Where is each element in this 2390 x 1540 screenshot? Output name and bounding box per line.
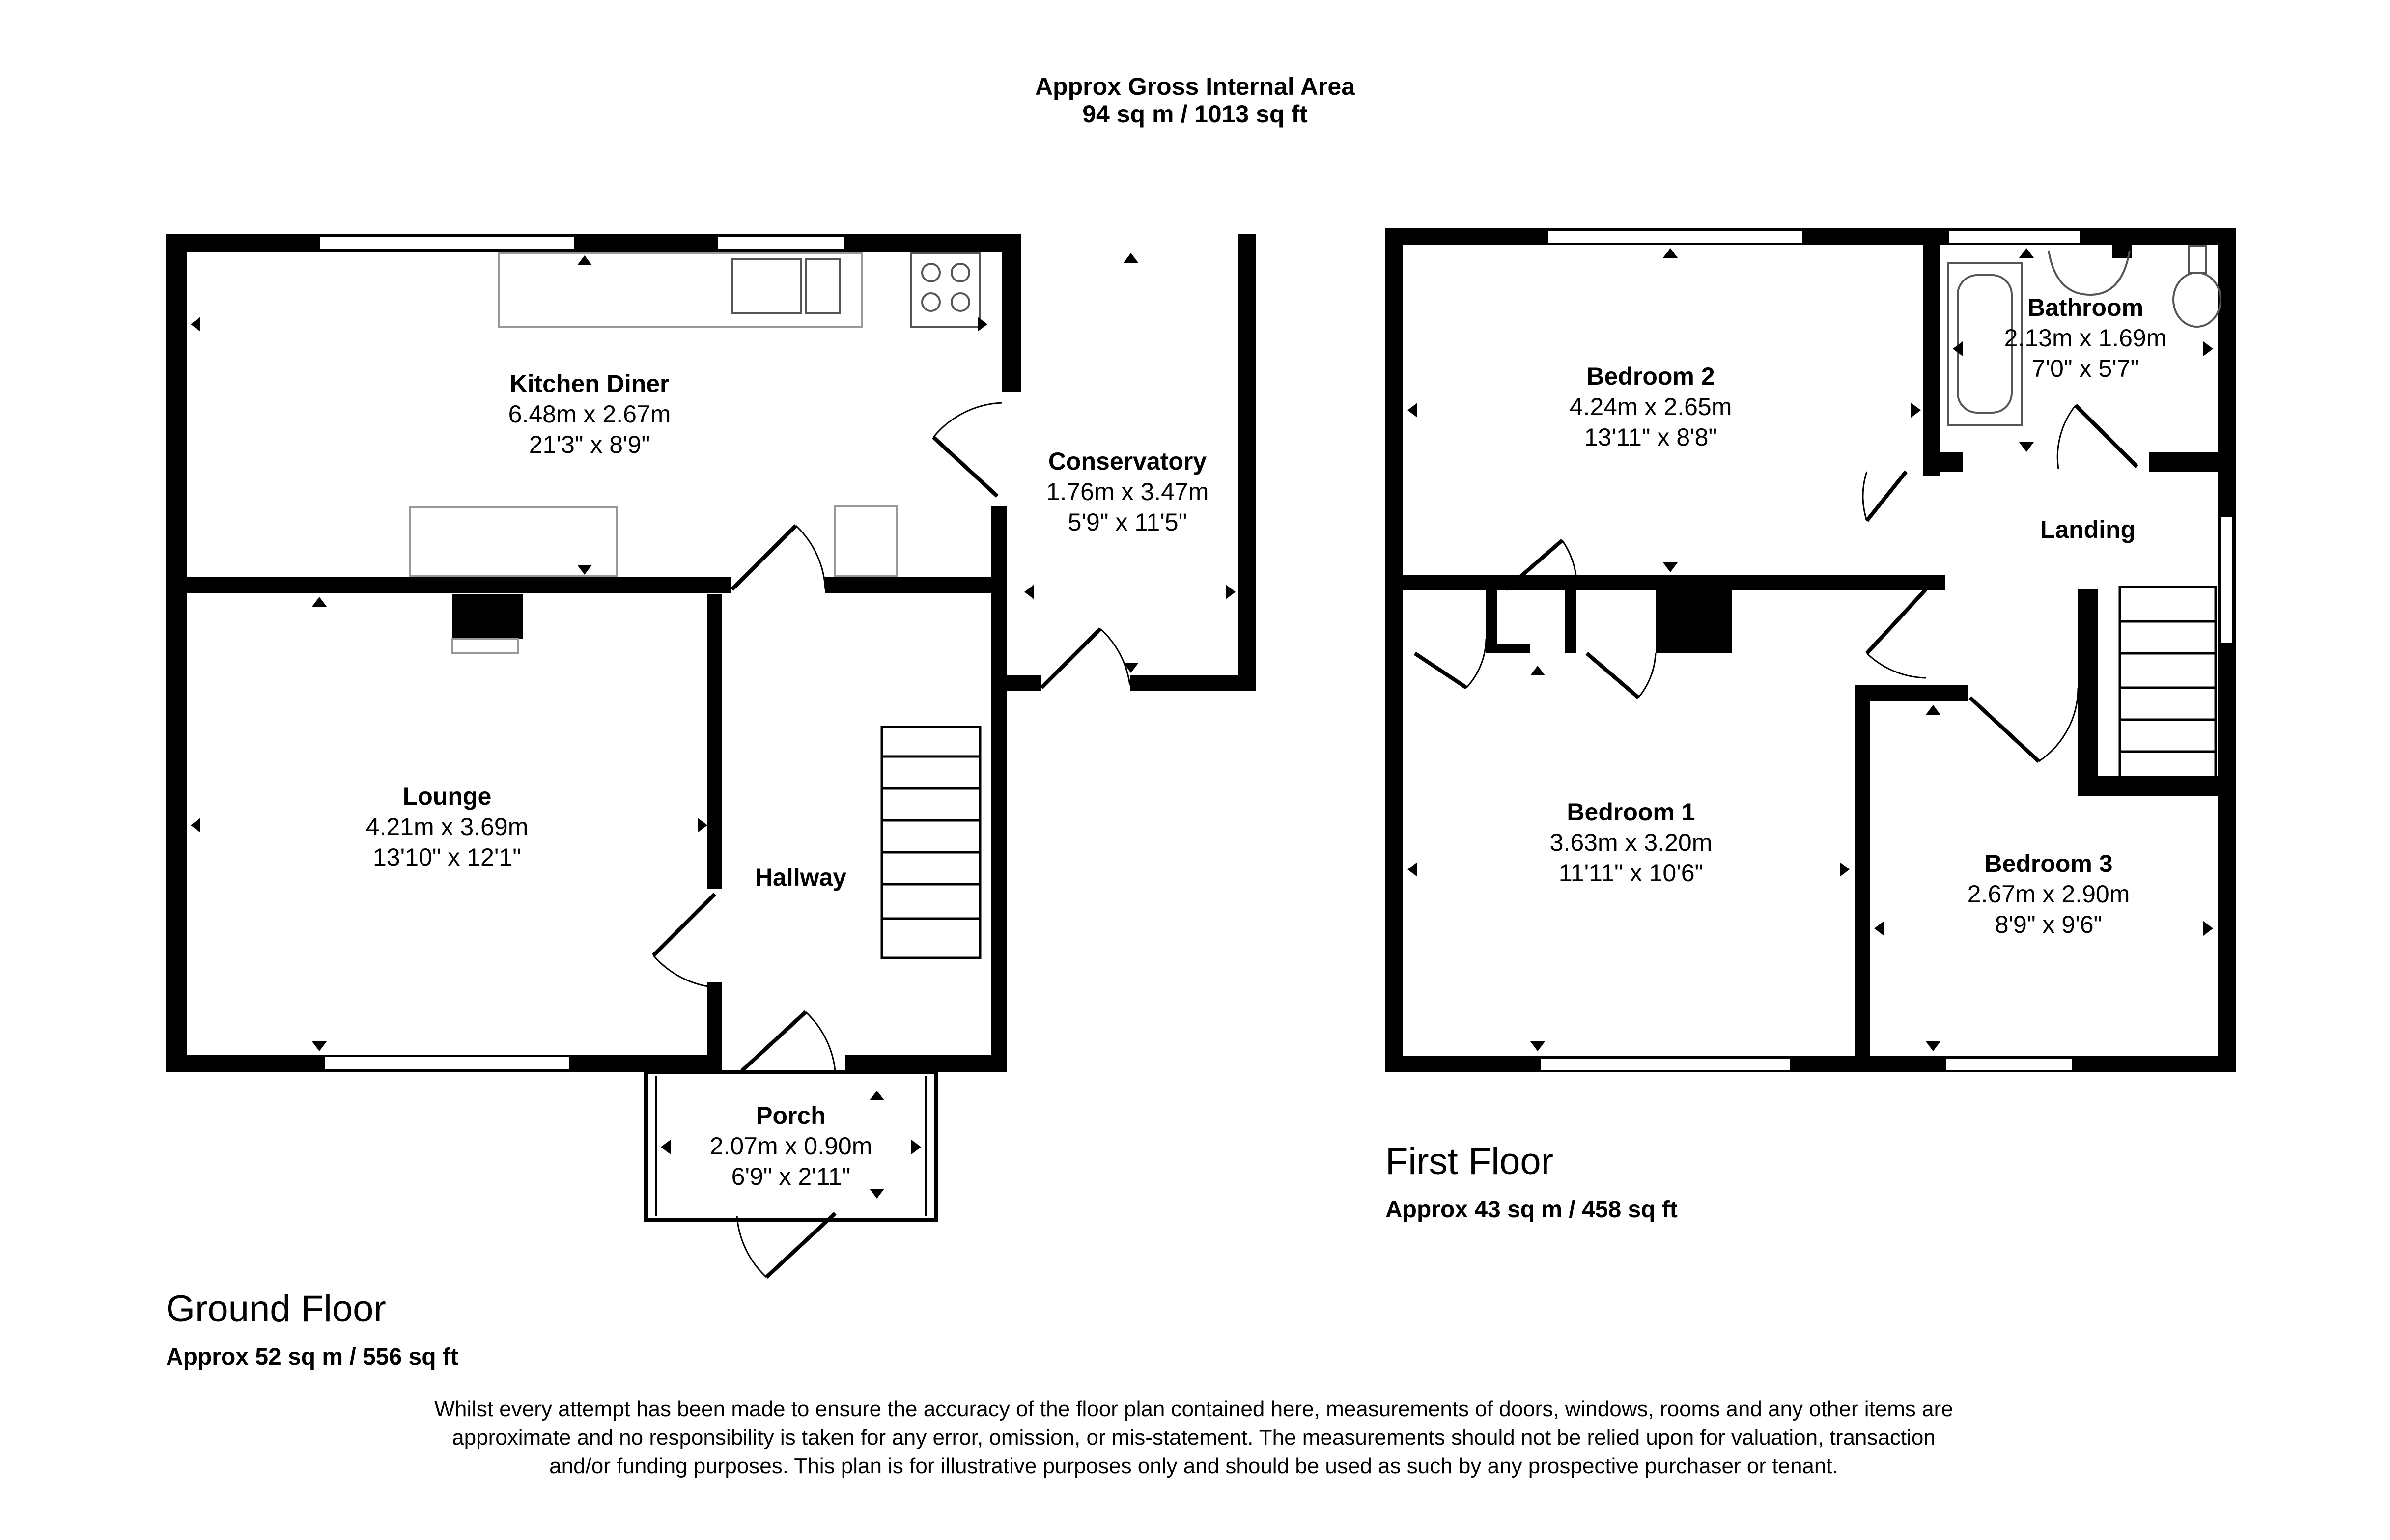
porch-walls	[644, 1070, 938, 1222]
room-imperial: 21'3" x 8'9"	[529, 431, 650, 458]
room-imperial: 8'9" x 9'6"	[1995, 911, 2103, 938]
room-lounge: Lounge 4.21m x 3.69m 13'10" x 12'1"	[324, 781, 570, 872]
ground-floor-area: Approx 52 sq m / 556 sq ft	[166, 1344, 458, 1370]
disclaimer-text: Whilst every attempt has been made to en…	[434, 1397, 1953, 1478]
room-imperial: 6'9" x 2'11"	[731, 1163, 851, 1190]
first-floor-area: Approx 43 sq m / 458 sq ft	[1385, 1197, 1678, 1223]
room-metric: 4.21m x 3.69m	[366, 813, 529, 840]
room-metric: 6.48m x 2.67m	[508, 400, 671, 428]
measurement-arrows	[191, 248, 2213, 1199]
ground-floor-title: Ground Floor	[166, 1288, 386, 1330]
room-name: Bathroom	[2027, 294, 2144, 321]
first-floor-doors	[1413, 404, 2138, 763]
room-imperial: 11'11" x 10'6"	[1558, 859, 1704, 887]
first-floor-title: First Floor	[1385, 1141, 1553, 1182]
ground-floor-windows	[318, 235, 846, 1071]
kitchen-fixtures	[409, 252, 981, 577]
room-name: Porch	[756, 1102, 826, 1129]
first-floor-windows	[1539, 229, 2234, 1072]
room-bedroom-3: Bedroom 3 2.67m x 2.90m 8'9" x 9'6"	[1921, 848, 2176, 940]
room-imperial: 5'9" x 11'5"	[1068, 508, 1187, 536]
room-name: Bedroom 3	[1984, 850, 2113, 877]
room-porch: Porch 2.07m x 0.90m 6'9" x 2'11"	[668, 1100, 914, 1192]
room-metric: 2.07m x 0.90m	[709, 1132, 872, 1160]
gross-area-title: Approx Gross Internal Area	[1035, 73, 1355, 100]
first-floor-stairs	[2118, 586, 2217, 780]
room-landing: Landing	[2014, 514, 2162, 545]
room-name: Conservatory	[1048, 448, 1207, 475]
ground-floor-walls	[166, 234, 1256, 1072]
room-hallway: Hallway	[727, 862, 874, 893]
room-name: Landing	[2040, 516, 2136, 543]
room-bedroom-1: Bedroom 1 3.63m x 3.20m 11'11" x 10'6"	[1503, 797, 1759, 888]
room-imperial: 7'0" x 5'7"	[2031, 355, 2139, 382]
ground-floor-stairs	[880, 726, 982, 959]
room-name: Bedroom 1	[1567, 798, 1695, 826]
gross-area-value: 94 sq m / 1013 sq ft	[1082, 100, 1308, 128]
room-metric: 3.63m x 3.20m	[1549, 829, 1713, 856]
room-name: Hallway	[755, 864, 847, 891]
room-metric: 1.76m x 3.47m	[1046, 478, 1209, 505]
lounge-fireplace	[451, 594, 523, 654]
room-bathroom: Bathroom 2.13m x 1.69m 7'0" x 5'7"	[1970, 292, 2201, 384]
room-imperial: 13'11" x 8'8"	[1584, 423, 1717, 451]
room-metric: 2.67m x 2.90m	[1967, 880, 2130, 908]
room-conservatory: Conservatory 1.76m x 3.47m 5'9" x 11'5"	[1010, 446, 1245, 537]
room-imperial: 13'10" x 12'1"	[372, 843, 522, 871]
bathroom-fixtures	[1947, 245, 2221, 426]
room-kitchen-diner: Kitchen Diner 6.48m x 2.67m 21'3" x 8'9"	[462, 368, 717, 460]
room-metric: 2.13m x 1.69m	[2004, 324, 2167, 352]
ground-floor-doors	[652, 402, 1131, 1279]
room-name: Lounge	[402, 783, 492, 810]
first-floor-walls	[1385, 228, 2236, 1072]
gross-area-header: Approx Gross Internal Area 94 sq m / 101…	[0, 73, 2390, 128]
room-bedroom-2: Bedroom 2 4.24m x 2.65m 13'11" x 8'8"	[1523, 361, 1778, 452]
room-name: Bedroom 2	[1586, 363, 1715, 390]
room-name: Kitchen Diner	[509, 370, 670, 397]
room-metric: 4.24m x 2.65m	[1569, 393, 1732, 420]
